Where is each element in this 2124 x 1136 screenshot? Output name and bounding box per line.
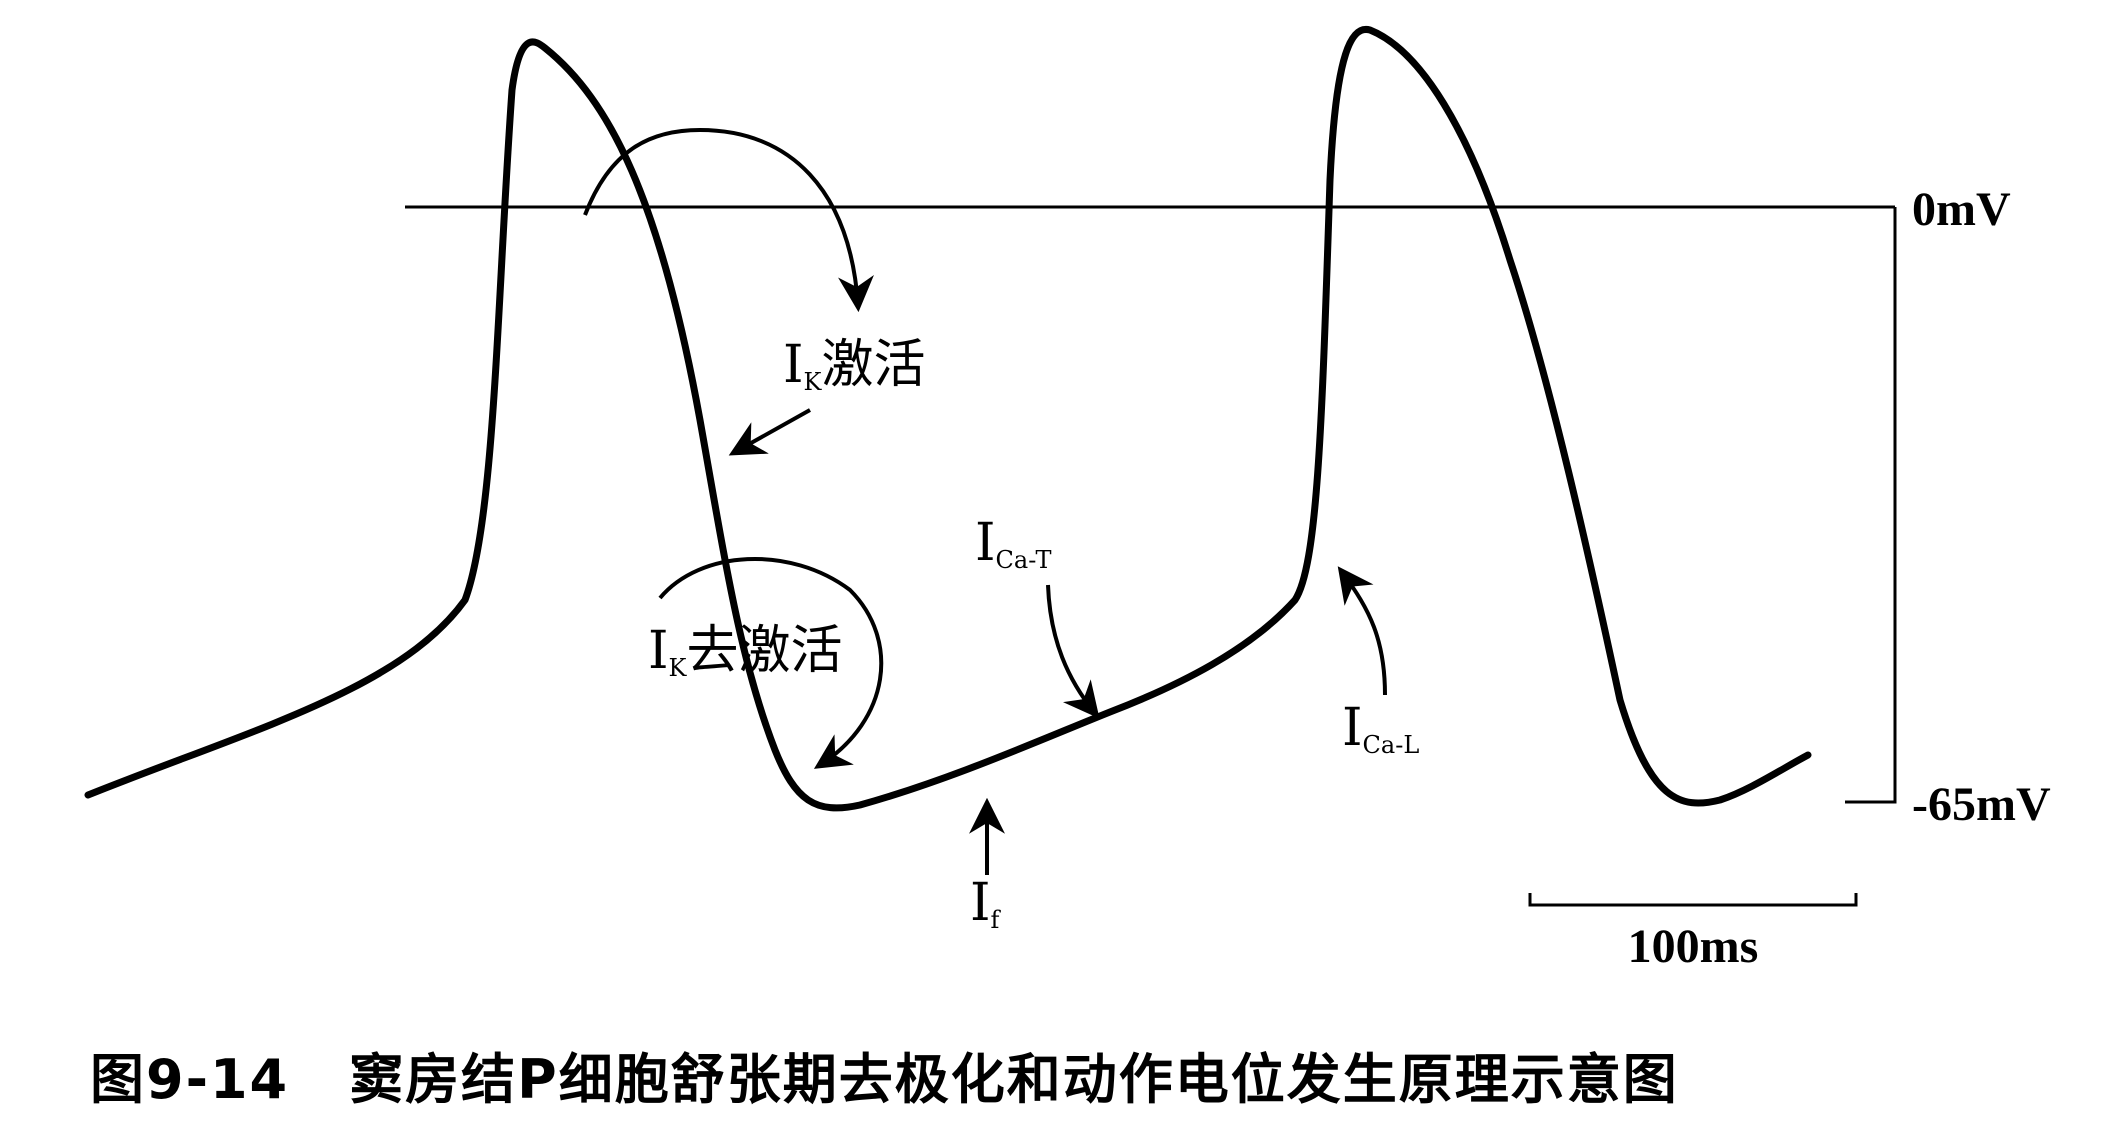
- ica-l-label-base: I: [1342, 698, 1363, 758]
- ik-deactivation-label-base: I: [648, 621, 669, 681]
- voltage-scale-bracket: [1845, 207, 1897, 804]
- ica-t-label-sub: Ca-T: [996, 546, 1052, 574]
- ik-activation-pointer-arrow: [728, 408, 811, 456]
- ik-deactivation-curve-arrow: [658, 557, 884, 769]
- ik-activation-label-sub: K: [804, 368, 823, 396]
- ica-t-curve-arrow: [1046, 584, 1100, 719]
- ica-l-curve-arrow: [1337, 566, 1387, 696]
- figure-caption-number: 图9-14: [90, 1048, 289, 1111]
- time-scale-label: 100ms: [1628, 920, 1759, 973]
- ica-l-label: ICa-L: [1342, 698, 1419, 759]
- figure-caption: 图9-14 窦房结P细胞舒张期去极化和动作电位发生原理示意图: [90, 1048, 1679, 1111]
- ik-deactivation-label: IK去激活: [648, 621, 843, 682]
- ik-activation-label-suffix: 激活: [821, 335, 925, 395]
- ik-deactivation-label-suffix: 去激活: [686, 621, 842, 681]
- ica-l-label-sub: Ca-L: [1363, 731, 1420, 759]
- zero-voltage-label: 0mV: [1912, 183, 2011, 236]
- ik-activation-label-base: I: [783, 335, 804, 395]
- action-potential-trace: [84, 25, 1812, 812]
- ica-t-label-base: I: [975, 513, 996, 573]
- figure-caption-title: 窦房结P细胞舒张期去极化和动作电位发生原理示意图: [349, 1048, 1679, 1111]
- if-label-base: I: [970, 873, 991, 933]
- ica-t-label: ICa-T: [975, 513, 1051, 574]
- ik-deactivation-label-sub: K: [669, 654, 688, 682]
- min-voltage-label: -65mV: [1912, 778, 2051, 831]
- time-scale-bar: [1528, 893, 1858, 907]
- ik-activation-label: IK激活: [783, 335, 926, 396]
- ik-activation-curve-arrow: [583, 127, 874, 313]
- if-label-sub: f: [991, 906, 1002, 934]
- if-label: If: [970, 873, 1002, 934]
